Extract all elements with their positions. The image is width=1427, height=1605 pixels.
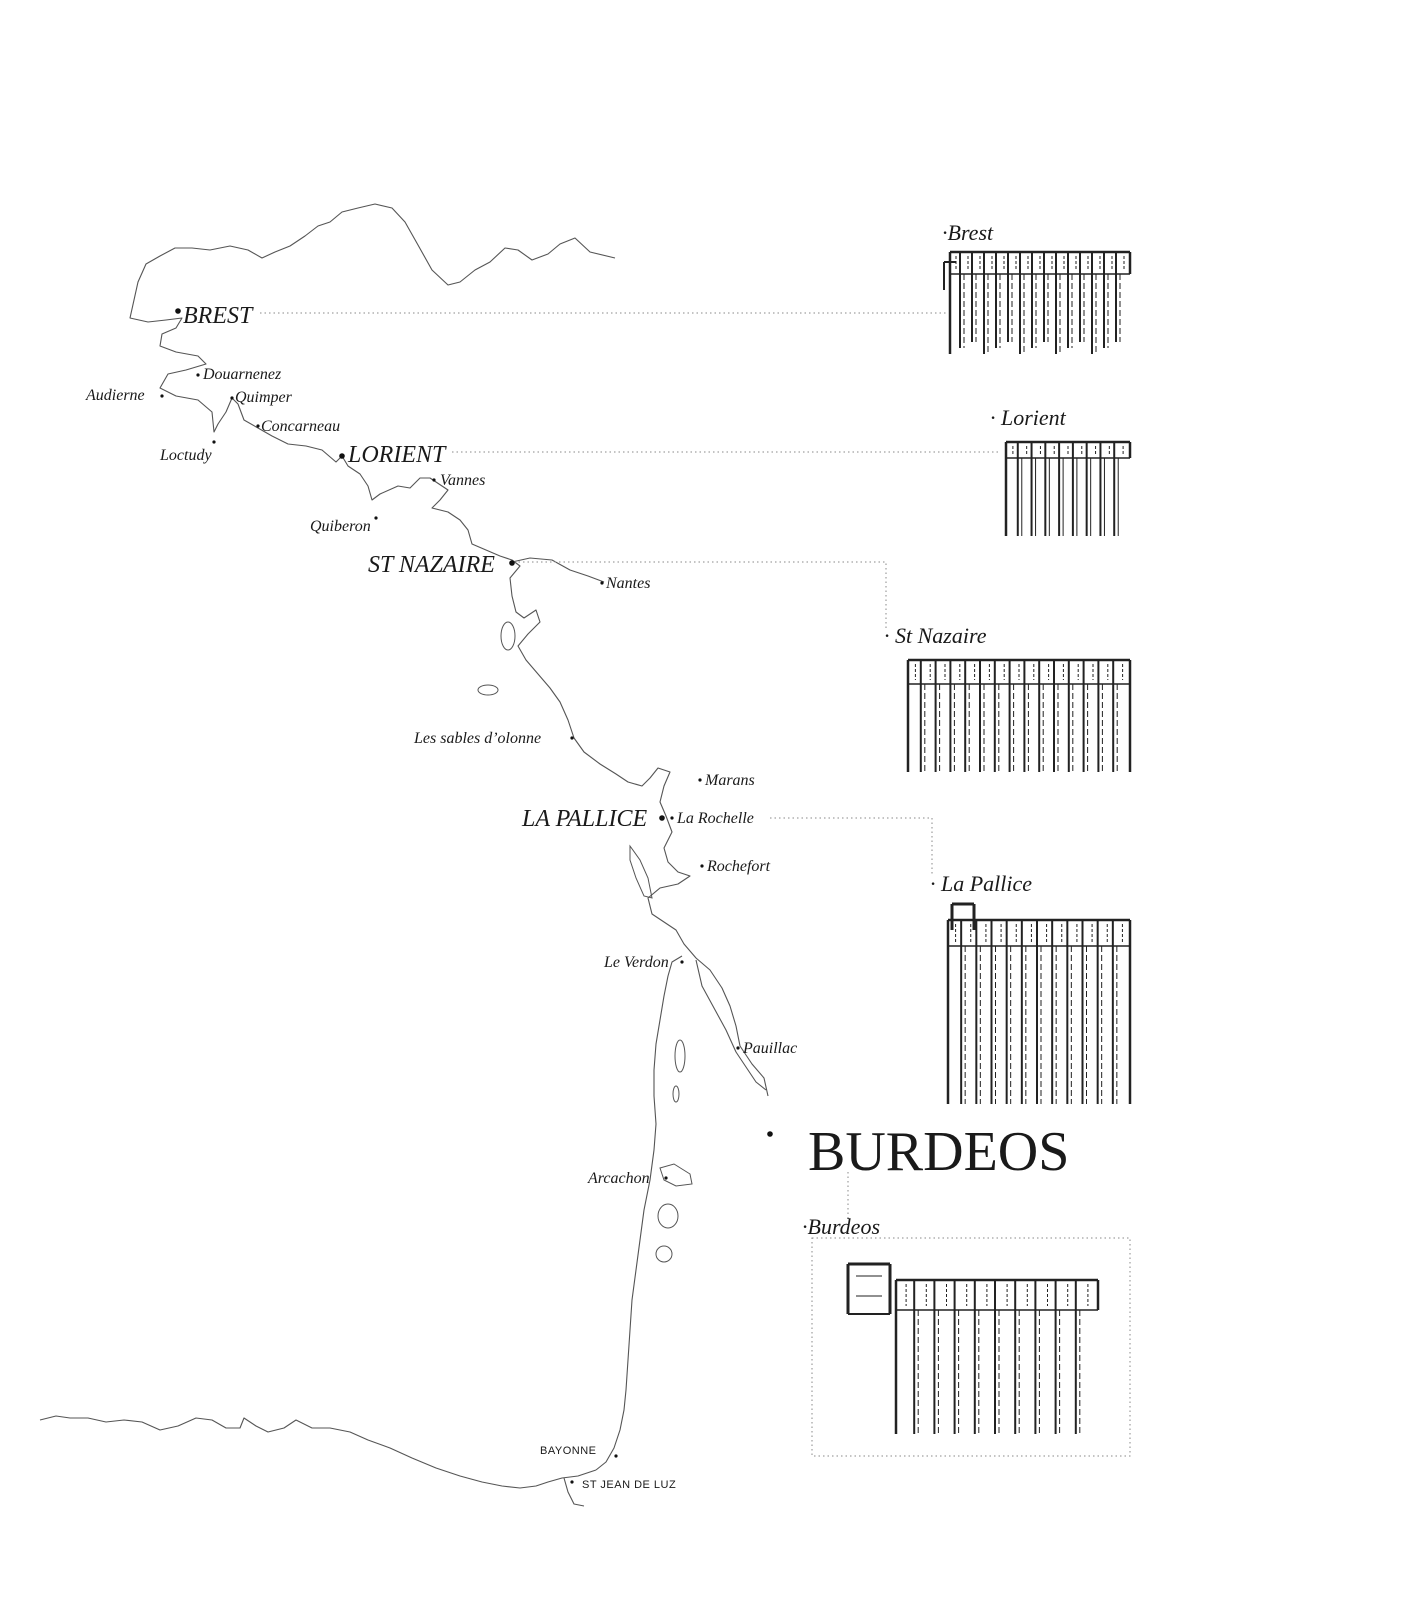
floor-plan-brest: [943, 250, 1132, 354]
town-label-marans: Marans: [704, 772, 755, 789]
base-panel-la-pallice: · La Pallice: [930, 871, 1132, 1104]
town-label-la-rochelle: La Rochelle: [676, 810, 754, 827]
floor-plan-burdeos: [846, 1262, 1100, 1434]
town-label-audierne: Audierne: [85, 387, 145, 404]
town-dot: [670, 816, 674, 820]
town-label-nantes: Nantes: [605, 575, 650, 592]
floor-plan-st-nazaire: [906, 658, 1132, 772]
coastline: [129, 203, 769, 1097]
pyrenees-coast: [39, 1415, 597, 1489]
base-label-brest: ·Brest: [942, 220, 994, 245]
town-label-st-nazaire: ST NAZAIRE: [368, 552, 495, 578]
town-dot: [160, 394, 164, 398]
town-dot: [374, 516, 378, 520]
town-label-brest: BREST: [183, 303, 254, 329]
town-dot: [736, 1046, 740, 1050]
island: [500, 621, 516, 651]
town-dot: [600, 581, 604, 585]
island-ile-de-re: [629, 844, 653, 899]
island: [655, 1245, 673, 1263]
town-dot: [256, 424, 260, 428]
town-dot: [212, 440, 216, 444]
leader-line-la-pallice: [770, 817, 933, 876]
floor-plan-lorient: [1004, 440, 1132, 536]
burdeos-frame: [811, 1237, 1131, 1457]
island: [477, 684, 499, 696]
town-label-quiberon: Quiberon: [310, 518, 371, 535]
island: [672, 1085, 680, 1103]
port-dot-lorient: [339, 453, 345, 459]
arcachon-basin: [659, 1163, 693, 1187]
base-panel-lorient: · Lorient: [990, 405, 1132, 536]
base-label-st-nazaire: · St Nazaire: [884, 623, 987, 648]
town-dot: [570, 1480, 574, 1484]
town-dot: [196, 373, 200, 377]
south-coast-inland: [563, 1477, 585, 1507]
base-panel-brest: ·Brest: [942, 220, 1132, 354]
town-label-sables: Les sables d’olonne: [413, 730, 541, 747]
town-dot: [680, 960, 684, 964]
port-dot-la-pallice: [659, 815, 665, 821]
town-dot: [570, 736, 574, 740]
island: [657, 1203, 679, 1229]
nantes-estuary: [511, 557, 605, 583]
town-dot: [614, 1454, 618, 1458]
town-label-vannes: Vannes: [440, 472, 485, 489]
base-label-la-pallice: · La Pallice: [930, 871, 1032, 896]
floor-plan-la-pallice: [946, 902, 1132, 1104]
port-dot-st-nazaire: [509, 560, 515, 566]
town-label-bayonne: BAYONNE: [540, 1445, 596, 1457]
headline-burdeos: BURDEOS: [808, 1121, 1069, 1183]
town-label-la-pallice: LA PALLICE: [521, 806, 647, 832]
gironde-estuary-inner: [695, 959, 767, 1091]
town-dot: [698, 778, 702, 782]
port-dot-burdeos: [767, 1131, 773, 1137]
town-label-quimper: Quimper: [235, 389, 293, 406]
base-label-lorient: · Lorient: [990, 405, 1067, 430]
town-dot: [432, 478, 436, 482]
base-panel-st-nazaire: · St Nazaire: [884, 623, 1132, 772]
town-dot: [664, 1176, 668, 1180]
town-dot: [700, 864, 704, 868]
town-label-douarnenez: Douarnenez: [202, 366, 282, 383]
town-dot: [230, 396, 234, 400]
town-label-pauillac: Pauillac: [742, 1040, 797, 1057]
town-label-arcachon: Arcachon: [587, 1170, 650, 1187]
town-label-le-verdon: Le Verdon: [603, 954, 669, 971]
island: [674, 1039, 686, 1073]
leader-line-st-nazaire: [514, 561, 887, 630]
town-label-loctudy: Loctudy: [159, 447, 212, 464]
town-label-concarneau: Concarneau: [261, 418, 340, 435]
port-dot-brest: [175, 308, 181, 314]
gironde-west-shore: [595, 955, 683, 1471]
town-label-lorient: LORIENT: [347, 442, 447, 468]
base-label-burdeos: ·Burdeos: [802, 1214, 880, 1239]
town-label-st-jean-de-luz: ST JEAN DE LUZ: [582, 1479, 676, 1491]
town-label-rochefort: Rochefort: [706, 858, 771, 875]
base-panel-burdeos: ·Burdeos: [802, 1214, 1131, 1457]
